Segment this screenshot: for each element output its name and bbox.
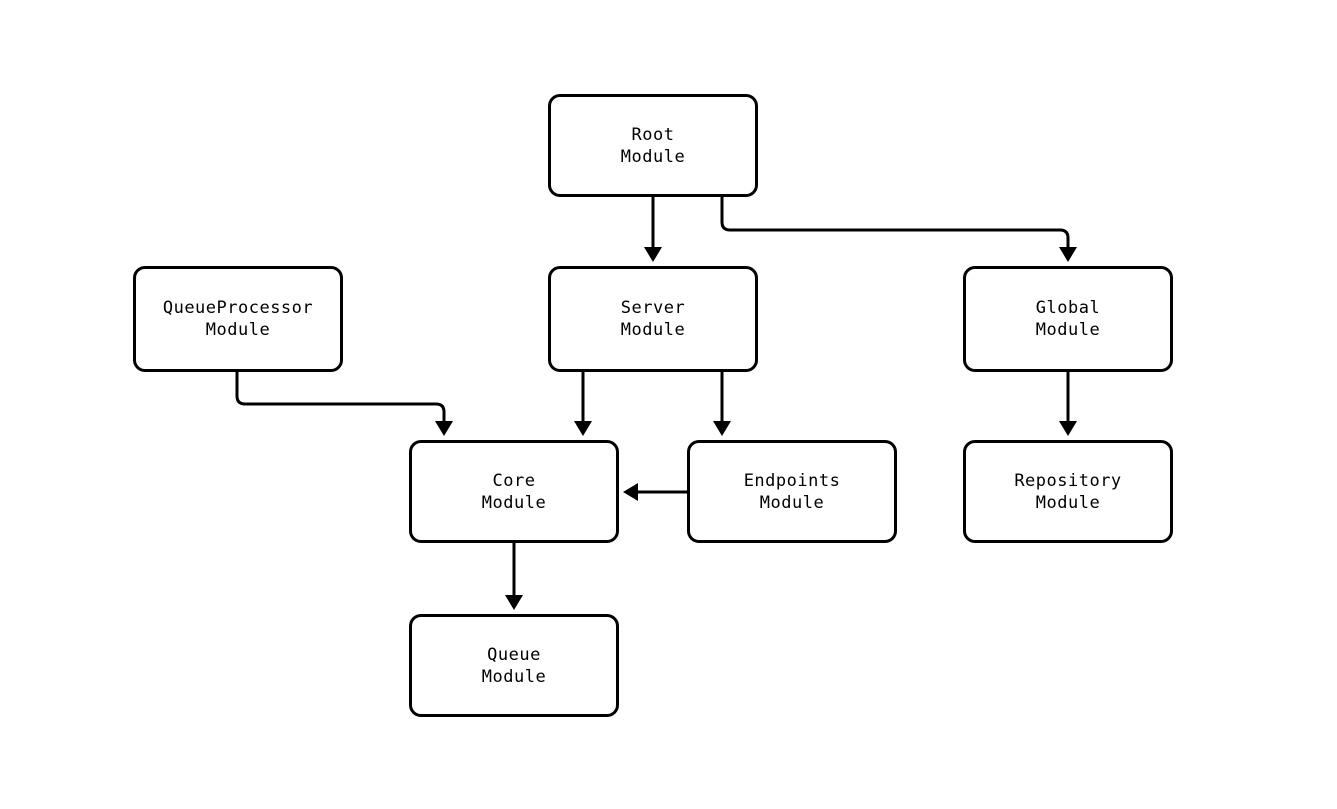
node-label-name: Endpoints	[743, 470, 841, 491]
edge-core-queue	[505, 543, 523, 610]
node-label-suffix: Module	[1035, 320, 1101, 340]
node-label-suffix: Module	[759, 492, 825, 513]
edge-line	[720, 197, 1070, 247]
edge-arrowhead-icon	[435, 421, 453, 436]
node-label-name: Queue	[487, 644, 541, 665]
node-label-name: QueueProcessor	[162, 298, 314, 318]
edge-arrowhead-icon	[623, 483, 638, 501]
edge-server-core	[574, 372, 592, 436]
edge-queueprocessor-core	[235, 372, 453, 436]
edge-endpoints-core	[623, 483, 687, 501]
node-label-suffix: Module	[620, 146, 686, 167]
edge-root-global	[720, 197, 1077, 262]
node-label-name: Server	[620, 298, 686, 318]
edge-arrowhead-icon	[574, 421, 592, 436]
edge-arrowhead-icon	[644, 247, 662, 262]
edge-arrowhead-icon	[1059, 421, 1077, 436]
node-label-suffix: Module	[481, 492, 547, 513]
node-label-name: Global	[1035, 298, 1101, 318]
node-label-suffix: Module	[205, 320, 271, 340]
edge-root-server	[644, 197, 662, 262]
edge-global-repository	[1059, 372, 1077, 436]
edge-arrowhead-icon	[713, 421, 731, 436]
node-label-name: Root	[631, 124, 675, 145]
node-label-name: Repository	[1014, 470, 1122, 491]
edge-arrowhead-icon	[1059, 247, 1077, 262]
edge-arrowhead-icon	[505, 595, 523, 610]
edge-line	[235, 372, 446, 421]
node-label-suffix: Module	[1035, 492, 1101, 513]
edge-server-endpoints	[713, 372, 731, 436]
node-label-suffix: Module	[620, 320, 686, 340]
node-label-name: Core	[492, 470, 536, 491]
node-label-suffix: Module	[481, 666, 547, 687]
